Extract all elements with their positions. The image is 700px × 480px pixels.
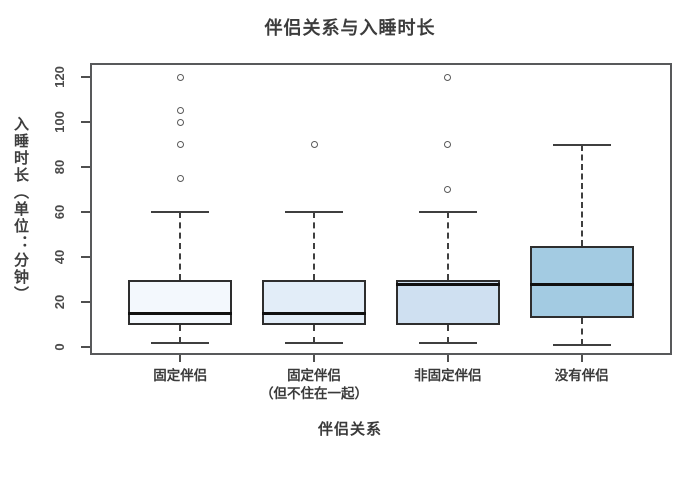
- y-tick-mark: [81, 256, 90, 258]
- lower-whisker-cap: [552, 343, 611, 346]
- upper-whisker: [313, 212, 316, 280]
- outlier-point: [176, 73, 184, 81]
- lower-whisker: [580, 317, 583, 345]
- x-tick-mark: [179, 355, 182, 362]
- x-tick-mark: [580, 355, 583, 362]
- outlier-point: [444, 73, 452, 81]
- y-tick-mark: [81, 301, 90, 303]
- x-category-label: 固定伴侣 （但不住在一起）: [229, 367, 399, 403]
- y-tick-mark: [81, 346, 90, 348]
- y-axis-label: 入睡时长 （单位：分钟）: [10, 63, 31, 355]
- y-tick-mark: [81, 76, 90, 78]
- upper-whisker: [179, 212, 182, 280]
- y-tick-label: 80: [51, 159, 67, 175]
- upper-whisker-cap: [552, 143, 611, 146]
- median-line: [128, 311, 233, 315]
- x-axis-label: 伴侣关系: [317, 421, 382, 438]
- y-axis-label-line2: （单位：分钟）: [12, 183, 29, 303]
- x-tick-mark: [313, 355, 316, 362]
- x-category-label-line: （但不住在一起）: [260, 386, 369, 402]
- x-category-label: 没有伴侣: [497, 367, 667, 385]
- outlier-point: [444, 186, 452, 193]
- y-tick-label: 120: [51, 66, 67, 88]
- outlier-point: [176, 107, 184, 115]
- y-tick-label: 20: [51, 294, 67, 310]
- lower-whisker-cap: [285, 341, 344, 344]
- x-category-label: 非固定伴侣: [363, 367, 533, 385]
- x-category-label-line: 非固定伴侣: [414, 368, 482, 383]
- upper-whisker-cap: [418, 211, 477, 213]
- upper-whisker-cap: [151, 211, 210, 213]
- lower-whisker-cap: [151, 341, 210, 344]
- outlier-point: [176, 118, 184, 126]
- x-category-label-line: 固定伴侣: [153, 368, 208, 383]
- x-category-label-line: 没有伴侣: [554, 368, 609, 383]
- median-line: [529, 282, 634, 286]
- y-tick-label: 60: [51, 204, 67, 220]
- y-tick-label: 100: [51, 111, 67, 133]
- chart-title: 伴侣关系与入睡时长: [264, 18, 436, 38]
- outlier-point: [176, 141, 184, 148]
- lower-whisker: [313, 324, 316, 343]
- outlier-point: [310, 141, 318, 148]
- y-tick-mark: [81, 166, 90, 168]
- boxplot-box: [128, 279, 233, 325]
- median-line: [395, 282, 500, 286]
- x-category-label: 固定伴侣: [95, 367, 265, 385]
- y-axis-label-text: 入睡时长 （单位：分钟）: [10, 116, 31, 303]
- boxplot-box: [395, 279, 500, 325]
- boxplot-box: [529, 245, 634, 318]
- outlier-point: [176, 174, 184, 182]
- upper-whisker: [580, 144, 583, 246]
- outlier-point: [444, 141, 452, 148]
- lower-whisker: [446, 324, 449, 343]
- upper-whisker: [446, 212, 449, 280]
- median-line: [262, 311, 367, 315]
- y-axis-label-line1: 入睡时长: [12, 115, 29, 184]
- y-tick-label: 0: [51, 343, 67, 351]
- lower-whisker-cap: [418, 341, 477, 344]
- y-tick-label: 40: [51, 249, 67, 265]
- lower-whisker: [179, 324, 182, 343]
- y-tick-mark: [81, 211, 90, 213]
- boxplot-box: [262, 279, 367, 325]
- upper-whisker-cap: [285, 211, 344, 213]
- y-tick-mark: [81, 121, 90, 123]
- x-category-label-line: 固定伴侣: [287, 368, 342, 383]
- x-tick-mark: [446, 355, 449, 362]
